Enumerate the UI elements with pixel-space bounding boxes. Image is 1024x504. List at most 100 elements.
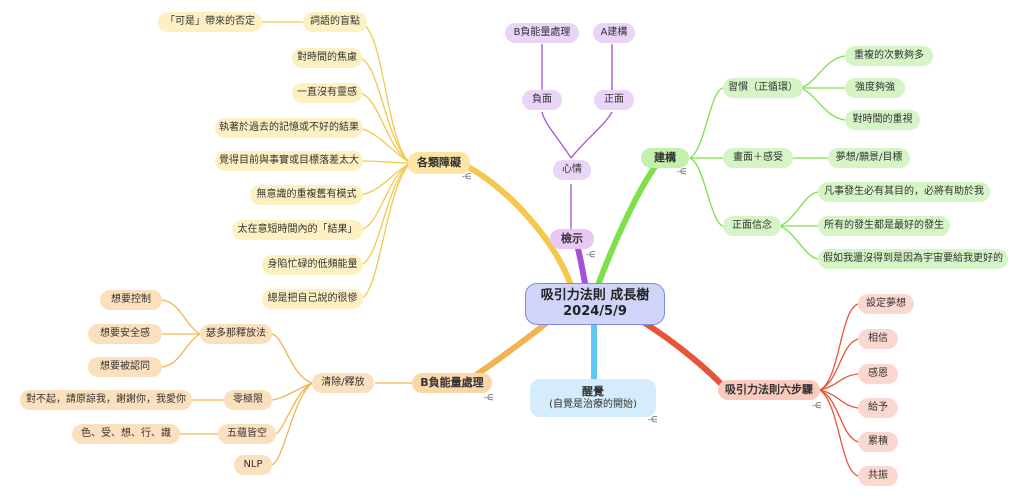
build-habit-child-2[interactable]: 強度夠強 [845,78,905,98]
obstacle-item-label: 詞語的盲點 [310,16,360,27]
topic-six-steps[interactable]: 吸引力法則六步驟 [718,380,820,400]
review-negative-label: 負面 [532,94,552,105]
build-belief-child-label: 假如我還沒得到是因為宇宙要給我更好的 [823,253,1003,264]
sedona-child-label: 想要被認同 [100,361,150,372]
zero-limits-child[interactable]: 對不起，請原諒我，謝謝你，我愛你 [20,390,192,410]
six-step-label: 累積 [868,436,888,447]
six-step-2[interactable]: 相信 [858,329,898,349]
obstacle-item-label: 覺得目前與事實或目標落差太大 [219,155,359,166]
topic-build[interactable]: 建構 [641,148,689,168]
build-habit-child-1[interactable]: 重複的次數夠多 [845,46,933,66]
build-habit-child-label: 對時間的重視 [852,114,913,125]
build-habit-child-label: 強度夠強 [855,82,895,93]
six-step-1[interactable]: 設定夢想 [858,294,914,314]
obstacle-item-5[interactable]: 覺得目前與事實或目標落差太大 [215,151,363,171]
collapse-toggle-review[interactable]: -∈ [586,250,596,259]
topic-awaken-subtitle: (自覺是治療的開始) [549,398,637,410]
sedona-child-3[interactable]: 想要被認同 [88,357,162,377]
build-belief-child-label: 所有的發生都是最好的發生 [824,220,944,231]
build-belief-child-2[interactable]: 所有的發生都是最好的發生 [818,216,950,236]
obstacle-item-2[interactable]: 對時間的焦慮 [292,48,362,68]
build-habit-label: 習慣（正循環） [728,82,798,93]
obstacle-item-label: 身陷忙碌的低頻能量 [267,259,358,270]
zero-limits[interactable]: 零極限 [224,390,272,410]
six-step-3[interactable]: 感恩 [858,364,898,384]
obstacle-item-label: 執著於過去的記憶或不好的結果 [219,122,359,133]
build-belief-child-label: 凡事發生必有其目的，必將有助於我 [824,186,984,197]
topic-awaken-title: 醒覺 [582,385,604,399]
review-negative-child[interactable]: B負能量處理 [505,23,579,43]
obstacle-item-label: 太在意短時間內的「結果」 [237,224,358,235]
topic-review[interactable]: 檢示 [550,229,594,249]
collapse-toggle-build[interactable]: -∈ [677,167,687,176]
sedona-method[interactable]: 瑟多那釋放法 [200,324,272,344]
topic-review-label: 檢示 [561,232,583,246]
obstacle-item-4[interactable]: 執著於過去的記憶或不好的結果 [215,118,363,138]
obstacle-subitem-1[interactable]: 「可是」帶來的否定 [158,12,262,32]
root-topic[interactable]: 吸引力法則 成長樹 2024/5/9 [525,283,665,325]
build-belief-child-3[interactable]: 假如我還沒得到是因為宇宙要給我更好的 [818,249,1008,269]
build-image-child-label: 夢想/願景/目標 [835,152,903,163]
sedona-child-label: 想要安全感 [100,328,150,339]
obstacle-subitem-label: 「可是」帶來的否定 [165,16,255,27]
topic-build-label: 建構 [654,151,676,165]
negative-energy-clear-label: 清除/釋放 [321,377,365,388]
topic-negative-energy-label: B負能量處理 [420,376,484,390]
five-skandhas-label: 五蘊皆空 [227,428,267,439]
obstacle-item-3[interactable]: 一直沒有靈感 [292,83,362,103]
build-habit-child-label: 重複的次數夠多 [854,50,924,61]
topic-obstacles[interactable]: 各類障礙 [408,152,470,174]
sedona-child-label: 想要控制 [111,294,151,305]
six-step-label: 感恩 [868,368,888,379]
sedona-child-2[interactable]: 想要安全感 [88,324,162,344]
obstacle-item-label: 對時間的焦慮 [297,52,357,63]
review-feeling-label: 心情 [562,164,582,175]
build-habit-child-3[interactable]: 對時間的重視 [845,110,920,130]
build-habit[interactable]: 習慣（正循環） [723,78,803,98]
build-image[interactable]: 畫面＋感受 [723,148,793,168]
review-positive-child-label: A建構 [600,27,628,38]
obstacle-item-9[interactable]: 總是把自己說的很慘 [262,289,363,309]
nlp[interactable]: NLP [234,455,272,475]
obstacle-item-7[interactable]: 太在意短時間內的「結果」 [232,220,363,240]
root-date: 2024/5/9 [563,304,627,319]
build-belief-label: 正面信念 [732,220,772,231]
obstacle-item-6[interactable]: 無意識的重複舊有模式 [250,185,363,205]
review-positive-child[interactable]: A建構 [593,23,635,43]
six-step-6[interactable]: 共振 [858,466,898,486]
obstacle-item-8[interactable]: 身陷忙碌的低頻能量 [262,255,363,275]
review-positive[interactable]: 正面 [594,90,634,110]
collapse-toggle-six-steps[interactable]: -∈ [812,401,822,410]
five-skandhas-child[interactable]: 色、受、想、行、識 [72,424,180,444]
build-image-child-1[interactable]: 夢想/願景/目標 [828,148,910,168]
obstacle-item-1[interactable]: 詞語的盲點 [303,12,367,32]
sedona-method-label: 瑟多那釋放法 [206,328,266,339]
six-step-label: 給予 [868,402,888,413]
review-negative-child-label: B負能量處理 [513,27,571,38]
build-belief[interactable]: 正面信念 [723,216,781,236]
collapse-toggle-negative-energy[interactable]: -∈ [484,393,494,402]
six-step-label: 共振 [868,470,888,481]
build-belief-child-1[interactable]: 凡事發生必有其目的，必將有助於我 [818,182,990,202]
six-step-5[interactable]: 累積 [858,432,898,452]
review-feeling[interactable]: 心情 [553,160,591,180]
five-skandhas[interactable]: 五蘊皆空 [218,424,276,444]
sedona-child-1[interactable]: 想要控制 [100,290,162,310]
obstacle-item-label: 一直沒有靈感 [297,87,357,98]
six-step-4[interactable]: 給予 [858,398,898,418]
six-step-label: 相信 [868,333,888,344]
review-negative[interactable]: 負面 [522,90,562,110]
review-positive-label: 正面 [604,94,624,105]
topic-awaken[interactable]: 醒覺 (自覺是治療的開始) [530,379,656,417]
six-step-label: 設定夢想 [866,298,906,309]
collapse-toggle-awaken[interactable]: -∈ [648,415,658,424]
negative-energy-clear[interactable]: 清除/釋放 [312,373,374,393]
collapse-toggle-obstacles[interactable]: -∈ [462,172,472,181]
topic-six-steps-label: 吸引力法則六步驟 [725,383,813,397]
obstacle-item-label: 無意識的重複舊有模式 [256,189,357,200]
root-title: 吸引力法則 成長樹 [540,288,650,304]
topic-negative-energy[interactable]: B負能量處理 [412,373,492,393]
build-image-label: 畫面＋感受 [733,152,783,163]
topic-obstacles-label: 各類障礙 [417,156,461,170]
